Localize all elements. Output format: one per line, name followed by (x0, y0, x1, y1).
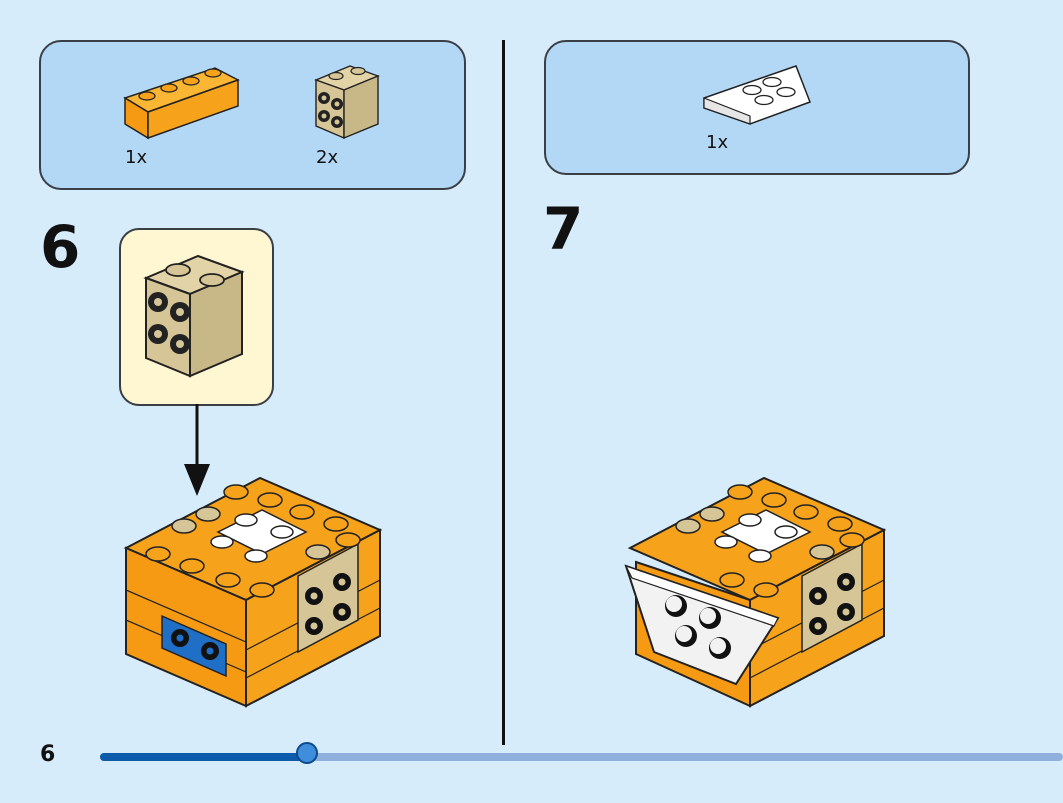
step7-part1-qty: 1x (706, 132, 729, 153)
white-wedge-plate-icon (703, 65, 811, 125)
down-arrow-icon (184, 404, 210, 496)
step6-part2-qty: 2x (316, 147, 339, 168)
tan-brick-1x2x2-studs-icon (314, 65, 380, 140)
step7-model-assembly (624, 476, 887, 708)
step7-number: 7 (543, 195, 584, 263)
page-number: 6 (40, 742, 56, 767)
callout-tan-brick-icon (143, 254, 245, 378)
step6-model-assembly (123, 476, 383, 708)
progress-fill (100, 753, 307, 761)
progress-knob[interactable] (296, 742, 318, 764)
step6-part1-qty: 1x (125, 147, 148, 168)
progress-track[interactable] (100, 753, 1063, 761)
page-divider (502, 40, 505, 745)
orange-brick-1x4-icon (123, 67, 240, 140)
step6-number: 6 (40, 213, 81, 281)
step6-parts-box (39, 40, 466, 190)
